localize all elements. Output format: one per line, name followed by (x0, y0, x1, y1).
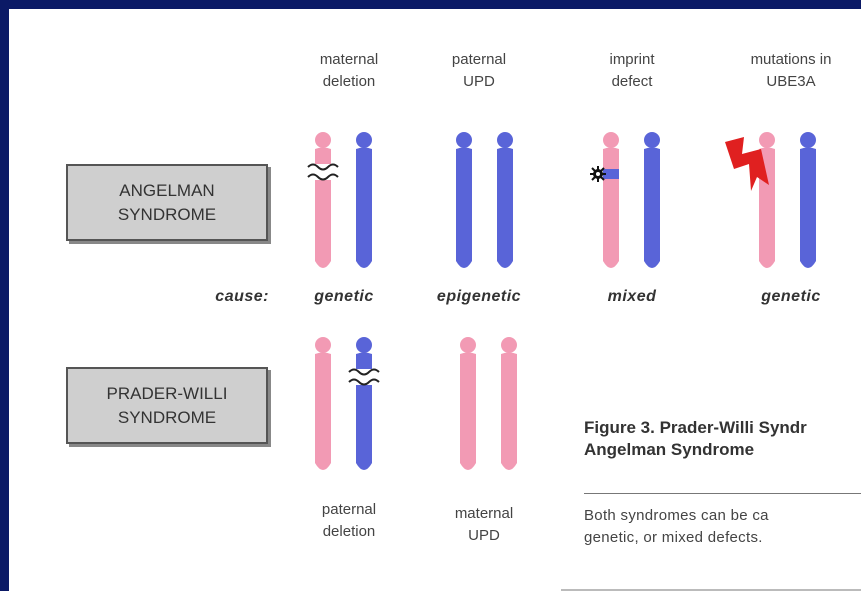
figure-panel: maternal deletion paternal UPD imprint d… (9, 9, 861, 591)
maternal-chromosome (460, 353, 476, 471)
paternal-chromosome (644, 148, 660, 269)
angelman-paternal-upd-pair (456, 132, 513, 268)
maternal-chromosome (501, 353, 517, 471)
maternal-chromosome (603, 148, 619, 269)
deletion-wave-icon (308, 164, 338, 180)
prader-willi-maternal-upd-pair (460, 337, 517, 470)
maternal-chromosome (315, 353, 331, 471)
chromosome-diagram (9, 9, 861, 591)
prader-willi-paternal-deletion-pair (315, 337, 379, 470)
paternal-chromosome (456, 148, 472, 269)
angelman-imprint-defect-pair (590, 132, 660, 268)
paternal-chromosome (356, 148, 372, 269)
deletion-wave-icon (349, 369, 379, 385)
chromosome-centromere (356, 132, 372, 148)
paternal-chromosome (497, 148, 513, 269)
angelman-maternal-deletion-pair (308, 132, 372, 268)
chromosome-centromere (315, 132, 331, 148)
imprint-star-icon (590, 166, 606, 182)
paternal-chromosome (800, 148, 816, 269)
angelman-ube3a-mutation-pair (725, 132, 816, 268)
